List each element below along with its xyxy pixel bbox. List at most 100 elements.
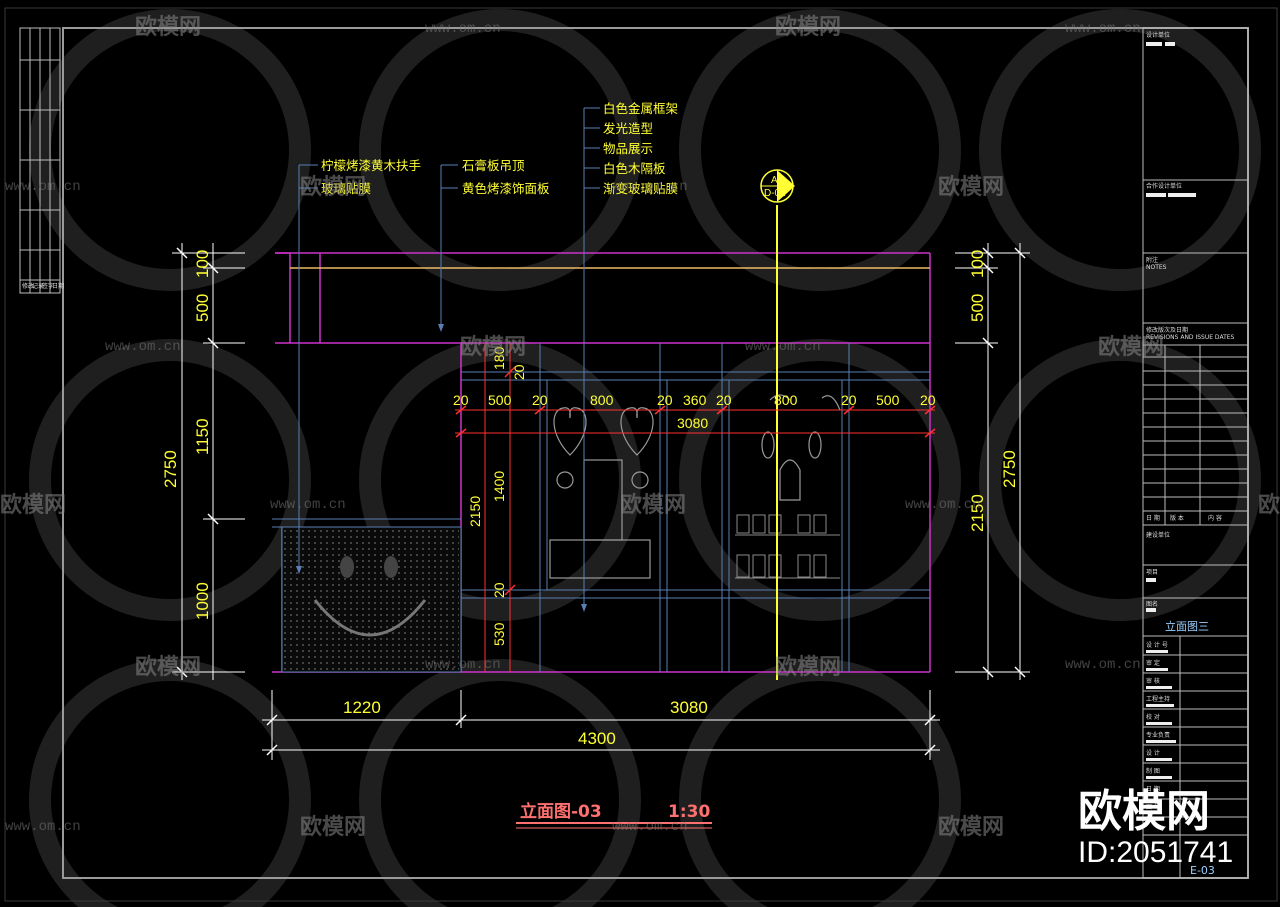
display-cabinet-grid [461,343,930,672]
note-yellow-panel: 黄色烤漆饰面板 [462,181,550,196]
note-leaders [298,107,600,610]
svg-text:图 号: 图 号 [1146,804,1160,811]
tb-rev-date: 日 期 [1146,514,1160,522]
callout-ref: D-01 [764,188,786,199]
drawing-scale: 1:30 [668,802,710,822]
svg-text:欧模网: 欧模网 [775,654,841,680]
watermark-id: ID:2051741 [1078,836,1233,869]
svg-text:欧模网: 欧模网 [1098,334,1164,360]
dim-inner-530: 530 [491,622,507,646]
svg-text:审 核: 审 核 [1146,677,1160,685]
svg-text:www.om.cn: www.om.cn [5,179,81,195]
svg-text:20: 20 [920,392,936,408]
svg-text:www.om.cn: www.om.cn [612,819,688,835]
svg-text:欧模网: 欧模网 [135,14,201,40]
dim-top-total: 3080 [677,415,708,431]
strip-label-2: 记录 [32,282,44,290]
watermark-circles [29,9,1261,907]
decor-jars [735,514,840,579]
strip-label-1: 修改 [22,282,34,290]
svg-text:校 对: 校 对 [1146,713,1160,721]
tb-notes-en: NOTES [1146,264,1167,271]
svg-text:专业负责: 专业负责 [1146,731,1170,739]
dim-top-row: 20 500 20 800 20 360 20 800 20 500 20 [453,392,936,408]
note-arrowheads [296,324,587,612]
dim-left-1150: 1150 [193,418,212,455]
svg-text:审 定: 审 定 [1146,659,1160,667]
dim-left-500: 500 [193,294,212,322]
svg-text:工程主持: 工程主持 [1146,695,1170,703]
tb-drawing-name: 立面图三 [1165,619,1209,633]
svg-text:日 期: 日 期 [1146,785,1160,793]
dim-right-500: 500 [968,294,987,322]
svg-text:欧模网: 欧模网 [300,174,366,200]
svg-text:欧模网: 欧模网 [460,334,526,360]
svg-text:www.om.cn: www.om.cn [1065,21,1141,37]
svg-text:20: 20 [532,392,548,408]
title-block-frame [1142,27,1249,879]
svg-text:欧模网: 欧模网 [938,174,1004,200]
svg-text:制 图: 制 图 [1146,767,1160,775]
svg-text:www.om.cn: www.om.cn [905,497,981,513]
svg-text:欧模网: 欧模网 [0,492,66,518]
watermark-brand-large: 欧模网 [1078,786,1210,837]
dim-right-2750: 2750 [1000,450,1019,488]
counter-panel [272,518,462,673]
decor-hearts [549,394,841,579]
dim-bottom-1220: 1220 [343,698,381,717]
svg-text:www.om.cn: www.om.cn [425,657,501,673]
svg-text:欧模网: 欧模网 [938,814,1004,840]
tb-revisions-en: REVISIONS AND ISSUE DATES [1146,334,1235,341]
drawing-title: 立面图-03 [520,801,602,822]
dim-left-2750: 2750 [161,450,180,488]
tb-project: 项目 [1146,569,1158,576]
dim-right-100: 100 [968,250,987,278]
svg-text:20: 20 [841,392,857,408]
tb-builder: 建设单位 [1146,531,1170,539]
svg-text:www.om.cn: www.om.cn [612,179,688,195]
dim-inner-20b: 20 [491,582,507,598]
callout-letter: A [771,175,778,186]
svg-text:800: 800 [590,392,614,408]
note-glow: 发光造型 [603,121,653,136]
svg-text:欧模网: 欧模网 [620,492,686,518]
dimension-ticks [176,247,1026,756]
dim-inner-1400: 1400 [491,471,507,502]
svg-text:20: 20 [453,392,469,408]
note-gradient-film: 渐变玻璃贴膜 [603,181,678,196]
svg-text:欧模网: 欧模网 [1258,492,1280,518]
section-callout [760,169,795,680]
svg-text:www.om.cn: www.om.cn [270,497,346,513]
dim-inner-180: 180 [491,346,507,370]
dimension-lines [172,243,1030,760]
svg-text:20: 20 [657,392,673,408]
left-revision-strip [19,27,61,294]
svg-text:www.om.cn: www.om.cn [105,339,181,355]
svg-text:500: 500 [876,392,900,408]
tb-sheet-no: E-03 [1190,864,1215,877]
svg-text:欧模网: 欧模网 [135,654,201,680]
svg-text:设 计: 设 计 [1146,749,1160,757]
svg-text:欧模网: 欧模网 [300,814,366,840]
svg-text:www.om.cn: www.om.cn [745,339,821,355]
svg-text:360: 360 [683,392,707,408]
inner-dimension-lines [455,343,935,672]
svg-text:www.om.cn: www.om.cn [5,819,81,835]
tb-notes-cn: 附注 [1146,256,1158,264]
tb-revisions: 修改版次及日期 [1146,326,1188,334]
watermark-urls: www.om.cn www.om.cn www.om.cn www.om.cn … [5,21,1141,835]
tb-rev-ver: 版 本 [1170,514,1184,522]
svg-text:www.om.cn: www.om.cn [1065,657,1141,673]
tb-design-unit: 设计单位 [1146,31,1170,39]
strip-label-4: 日期 [52,282,64,290]
dim-inner-2150: 2150 [467,496,483,527]
sheet-outer-edge [4,7,1278,902]
tb-roles: 设 计 号 审 定 审 核 工程主持 校 对 专业负责 设 计 制 图 日 期 … [1146,641,1170,811]
svg-text:800: 800 [774,392,798,408]
title-block-redacted-bars [1146,42,1196,779]
note-white-shelf: 白色木隔板 [603,161,666,176]
dim-right-2150: 2150 [968,494,987,532]
note-lemon-handrail: 柠檬烤漆黄木扶手 [321,158,421,173]
strip-label-3: 签字 [42,282,54,290]
